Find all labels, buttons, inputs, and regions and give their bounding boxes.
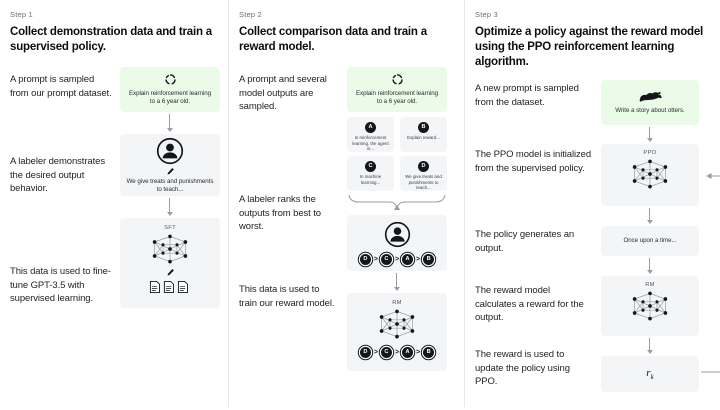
step-1-labeler-node[interactable]: We give treats and punishments to teach.…: [120, 134, 220, 196]
step-3-title: Optimize a policy against the reward mod…: [475, 26, 704, 68]
step-2-output-a-text: In reinforcement learning, the agent is.…: [352, 135, 389, 152]
rank-badge-1: D: [359, 254, 371, 265]
step-3-output-node[interactable]: Once upon a time...: [601, 226, 699, 256]
arrow-down-1: [166, 114, 173, 132]
neural-net-icon: [376, 307, 418, 341]
rank-separator: >: [416, 348, 421, 356]
step-1-sft-node[interactable]: SFT: [120, 218, 220, 308]
output-badge-a: A: [365, 122, 376, 133]
step-2-output-c[interactable]: C In machine learning...: [347, 156, 394, 191]
step-2-output-d-text: We give treats and punishments to teach.…: [405, 174, 442, 191]
reward-symbol: r: [646, 366, 651, 379]
step-2-flow: A prompt and several model outputs are s…: [237, 65, 454, 395]
step-2-prompt-text: Explain reinforcement learning to a 6 ye…: [355, 90, 439, 105]
step-2-output-b-text: Explain reward...: [407, 135, 440, 140]
reward-subscript: k: [650, 373, 654, 382]
rank-separator: >: [394, 348, 400, 356]
step-2-output-a[interactable]: A In reinforcement learning, the agent i…: [347, 117, 394, 152]
step-1-sft-title: SFT: [164, 225, 176, 231]
neural-net-icon: [629, 157, 671, 191]
recycle-icon: [391, 73, 404, 86]
rank-badge-1: D: [359, 347, 371, 358]
step-2-ranking-node[interactable]: D > C > A > B: [347, 215, 447, 271]
step-3-new-prompt-node[interactable]: Write a story about otters.: [601, 80, 699, 125]
step-2-column: Step 2 Collect comparison data and train…: [228, 0, 464, 407]
step-2-rm-title: RM: [392, 300, 402, 306]
step-3-label: Step 3: [475, 10, 498, 19]
step-1-prompt-text: Explain reinforcement learning to a 6 ye…: [128, 90, 212, 105]
step-2-prompt-node[interactable]: Explain reinforcement learning to a 6 ye…: [347, 67, 447, 112]
step-3-reward-node[interactable]: rk: [601, 356, 699, 392]
neural-net-icon: [629, 289, 671, 323]
feedback-loop-arrow-icon: [697, 154, 720, 380]
arrow-down-4: [646, 127, 653, 142]
rank-badge-2: C: [380, 347, 392, 358]
rank-badge-3: A: [402, 254, 414, 265]
rank-badge-4: B: [423, 347, 435, 358]
rank-badge-4: B: [423, 254, 435, 265]
step-2-output-c-text: In machine learning...: [359, 174, 382, 185]
step-2-ranking-row: D > C > A > B: [359, 254, 435, 265]
step-3-new-prompt-text: Write a story about otters.: [615, 107, 685, 114]
step-3-caption-4: The reward model calculates a reward for…: [475, 285, 584, 323]
arrow-down-2: [166, 198, 173, 216]
step-2-title: Collect comparison data and train a rewa…: [239, 26, 427, 53]
step-3-flow: A new prompt is sampled from the dataset…: [473, 80, 720, 410]
step-3-caption-2: The PPO model is initialized from the su…: [475, 149, 592, 174]
output-badge-c: C: [365, 161, 376, 172]
step-2-label: Step 2: [239, 10, 262, 19]
pencil-icon: [166, 167, 175, 176]
step-3-caption-1: A new prompt is sampled from the dataset…: [475, 83, 579, 108]
rank-separator: >: [394, 255, 400, 263]
person-icon: [384, 221, 411, 248]
rank-separator: >: [373, 348, 378, 356]
step-2-caption-2: A labeler ranks the outputs from best to…: [239, 194, 321, 232]
output-badge-b: B: [418, 122, 429, 133]
arrow-down-3: [393, 273, 400, 291]
step-3-ppo-title: PPO: [643, 150, 657, 156]
step-1-labeler-text: We give treats and punishments to teach.…: [126, 177, 214, 193]
neural-net-icon: [149, 232, 191, 266]
reward-formula: rk: [646, 367, 653, 381]
step-1-caption-3: This data is used to fine-tune GPT-3.5 w…: [10, 266, 111, 304]
step-2-output-d[interactable]: D We give treats and punishments to teac…: [400, 156, 447, 191]
step-3-output-text: Once upon a time...: [623, 237, 677, 244]
step-1-caption-1: A prompt is sampled from our prompt data…: [10, 74, 112, 99]
step-3-caption-5: The reward is used to update the policy …: [475, 349, 570, 387]
pencil-icon: [166, 268, 175, 277]
step-1-prompt-node[interactable]: Explain reinforcement learning to a 6 ye…: [120, 67, 220, 112]
person-icon: [156, 137, 184, 165]
arrow-down-5: [646, 208, 653, 224]
arrow-down-6: [646, 258, 653, 274]
rank-badge-3: A: [402, 347, 414, 358]
step-3-caption-3: The policy generates an output.: [475, 229, 575, 254]
recycle-icon: [164, 73, 177, 86]
step-2-caption-3: This data is used to train our reward mo…: [239, 284, 335, 309]
step-1-label: Step 1: [10, 10, 33, 19]
step-2-output-b[interactable]: B Explain reward...: [400, 117, 447, 152]
output-badge-d: D: [418, 161, 429, 172]
documents-icon: [149, 280, 191, 294]
step-2-rm-node[interactable]: RM: [347, 293, 447, 371]
step-2-rm-ranking-row: D > C > A > B: [359, 347, 435, 358]
step-2-caption-1: A prompt and several model outputs are s…: [239, 74, 327, 112]
step-3-column: Step 3 Optimize a policy against the rew…: [464, 0, 720, 407]
step-1-column: Step 1 Collect demonstration data and tr…: [0, 0, 228, 407]
step-3-ppo-node[interactable]: PPO: [601, 144, 699, 206]
rank-badge-2: C: [380, 254, 392, 265]
step-3-rm-title: RM: [645, 282, 655, 288]
step-3-rm-node[interactable]: RM: [601, 276, 699, 336]
arrow-down-7: [646, 338, 653, 354]
otter-icon: [637, 90, 663, 103]
rank-separator: >: [373, 255, 378, 263]
step-1-caption-2: A labeler demonstrates the desired outpu…: [10, 156, 105, 194]
merge-bracket-icon: [347, 193, 447, 215]
rank-separator: >: [416, 255, 421, 263]
step-1-title: Collect demonstration data and train a s…: [10, 26, 212, 53]
step-1-flow: A prompt is sampled from our prompt data…: [8, 65, 220, 395]
